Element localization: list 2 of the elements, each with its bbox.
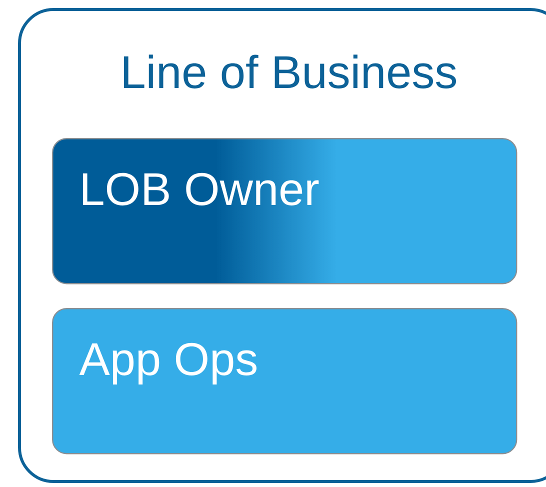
role-box: LOB Owner	[52, 138, 518, 284]
role-box: App Ops	[52, 308, 518, 454]
